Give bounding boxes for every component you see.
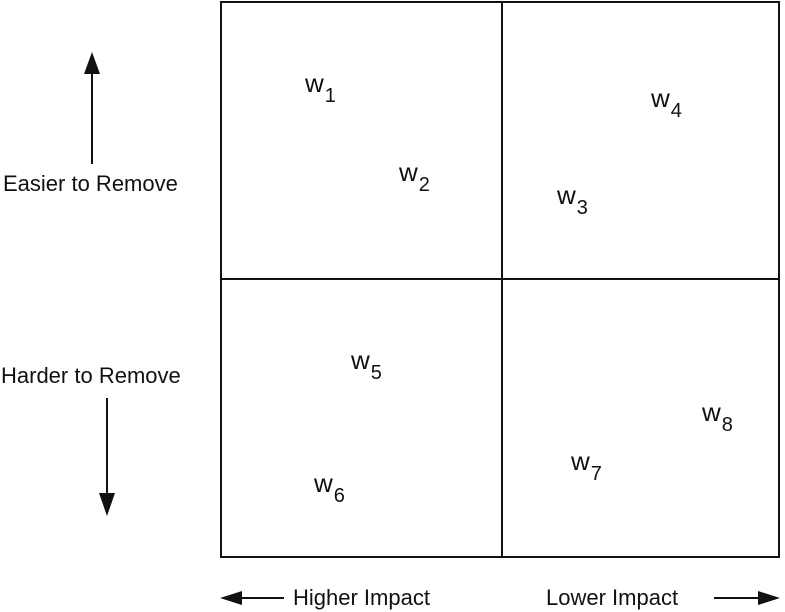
item-w3: w3 xyxy=(557,180,588,219)
arrow-left-icon xyxy=(220,591,284,605)
higher-impact-label: Higher Impact xyxy=(293,585,430,610)
item-w5: w5 xyxy=(351,345,382,384)
horizontal-divider xyxy=(222,278,778,280)
item-w6: w6 xyxy=(314,468,345,507)
item-w1: w1 xyxy=(305,68,336,107)
lower-impact-label: Lower Impact xyxy=(546,585,679,610)
arrow-right-icon xyxy=(714,591,780,605)
impact-removal-matrix: w1 w2 w4 w3 w5 w6 w8 w7 xyxy=(220,1,780,558)
item-w7: w7 xyxy=(571,446,602,485)
easier-to-remove-label: Easier to Remove xyxy=(3,171,178,196)
arrow-up-icon xyxy=(84,52,100,164)
item-w2: w2 xyxy=(399,157,430,196)
harder-to-remove-label: Harder to Remove xyxy=(1,363,181,388)
item-w4: w4 xyxy=(651,83,682,122)
item-w8: w8 xyxy=(702,397,733,436)
arrow-down-icon xyxy=(99,398,115,516)
